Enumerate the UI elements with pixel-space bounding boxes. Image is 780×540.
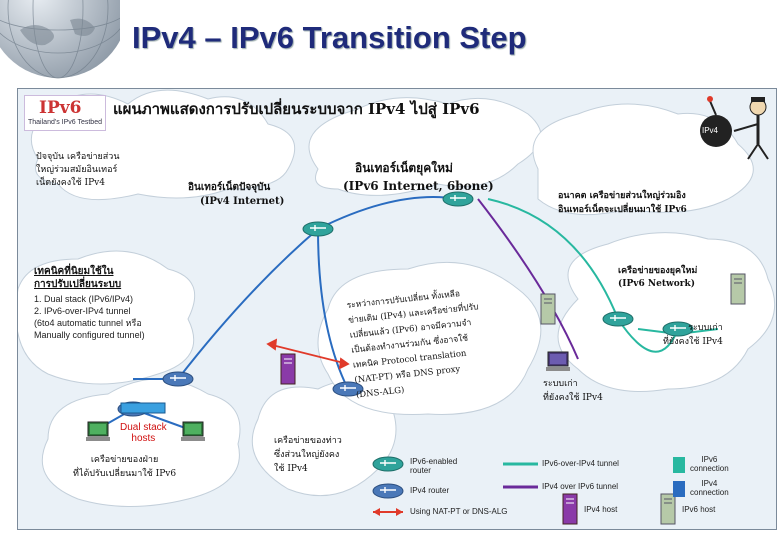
legend-ipv4-host: IPv4 host	[584, 505, 618, 514]
logo-subtitle: Thailand's IPv6 Testbed	[28, 119, 102, 126]
logo-text: IPv6	[39, 98, 82, 118]
legend-ipv6-connection: IPv6 connection	[690, 455, 729, 473]
link-center-down	[317, 228, 349, 390]
text-legacy-right: ระบบเก่า ที่ยังคงใช้ IPv4	[663, 323, 723, 347]
server-ipv6-right	[540, 293, 556, 325]
diagram-frame: IPv6 Thailand's IPv6 Testbed แผนภาพแสดงก…	[17, 88, 777, 530]
text-new-network: เครือข่ายของยุคใหม่ (IPv6 Network)	[618, 266, 698, 289]
legend-ipv4-connection: IPv4 connection	[690, 479, 729, 497]
host-ipv4-right	[545, 351, 571, 372]
router-ipv6-c	[602, 311, 634, 327]
host-dual-right	[180, 421, 206, 442]
diagram-heading: แผนภาพแสดงการปรับเปลี่ยนระบบจาก IPv4 ไปส…	[113, 100, 480, 118]
text-today-left: ปัจจุบัน เครือข่ายส่วน ใหญ่ร่วมสมัยอินเท…	[36, 152, 120, 188]
techniques-list: 1. Dual stack (IPv6/IPv4) 2. IPv6-over-I…	[34, 294, 145, 340]
diagram-canvas	[18, 89, 776, 525]
slide-title: IPv4 – IPv6 Transition Step	[132, 20, 527, 55]
router-ipv6-a	[302, 221, 334, 237]
legend-icons	[372, 456, 685, 525]
legend-tunnel-4over6: IPv4 over IPv6 tunnel	[542, 482, 619, 491]
text-bottom-left: เครือข่ายของฝ่าย ที่ได้ปรับเปลี่ยนมาใช้ …	[73, 455, 177, 479]
server-ipv6-far	[730, 273, 746, 305]
dual-stack-label: Dual stack hosts	[120, 422, 167, 444]
cloud-middle	[317, 261, 542, 415]
text-new-internet: อินเทอร์เน็ตยุคใหม่ (IPv6 Internet, 6bon…	[343, 161, 494, 193]
text-legacy-mid: ระบบเก่า ที่ยังคงใช้ IPv4	[543, 379, 603, 403]
cloud-bottom-mid	[251, 380, 397, 497]
mascot-label: IPv4	[702, 126, 719, 135]
ipv6-logo: IPv6 Thailand's IPv6 Testbed	[24, 95, 106, 131]
link-ipv4-over-ipv6	[477, 198, 579, 360]
host-dual-left	[85, 421, 111, 442]
text-current-internet: อินเทอร์เน็ตปัจจุบัน (IPv4 Internet)	[188, 182, 285, 207]
legend-tunnel-6over4: IPv6-over-IPv4 tunnel	[542, 459, 619, 468]
dual-stack-switch	[120, 402, 166, 414]
text-future: อนาคต เครือข่ายส่วนใหญ่ร่วมอิง อินเทอร์เ…	[558, 191, 687, 215]
techniques-title: เทคนิคที่นิยมใช้ใน การปรับเปลี่ยนระบบ	[34, 266, 122, 290]
server-ipv4-mid	[280, 353, 296, 385]
legend-ipv4-router: IPv4 router	[410, 486, 450, 495]
legend-ipv6-router: IPv6-enabled router	[410, 457, 458, 475]
middle-note: ระหว่างการปรับเปลี่ยน ทั้งเหลือ ข่ายเดิม…	[346, 289, 480, 401]
legend-natpt: Using NAT-PT or DNS-ALG	[410, 507, 508, 516]
cloud-right-network	[557, 232, 776, 392]
legend-ipv6-host: IPv6 host	[682, 505, 716, 514]
text-bottom-mid: เครือข่ายของท่าว ซึ่งส่วนใหญ่ยังคง ใช้ I…	[274, 436, 342, 474]
router-ipv4-a	[162, 371, 194, 387]
cloud-left-techniques	[18, 250, 196, 385]
mascot-figure	[700, 96, 769, 160]
cloud-bottom-left	[41, 378, 241, 507]
cloud-top-right	[532, 103, 754, 216]
globe-decoration	[0, 0, 120, 79]
natpt-arrow-1	[267, 343, 349, 365]
